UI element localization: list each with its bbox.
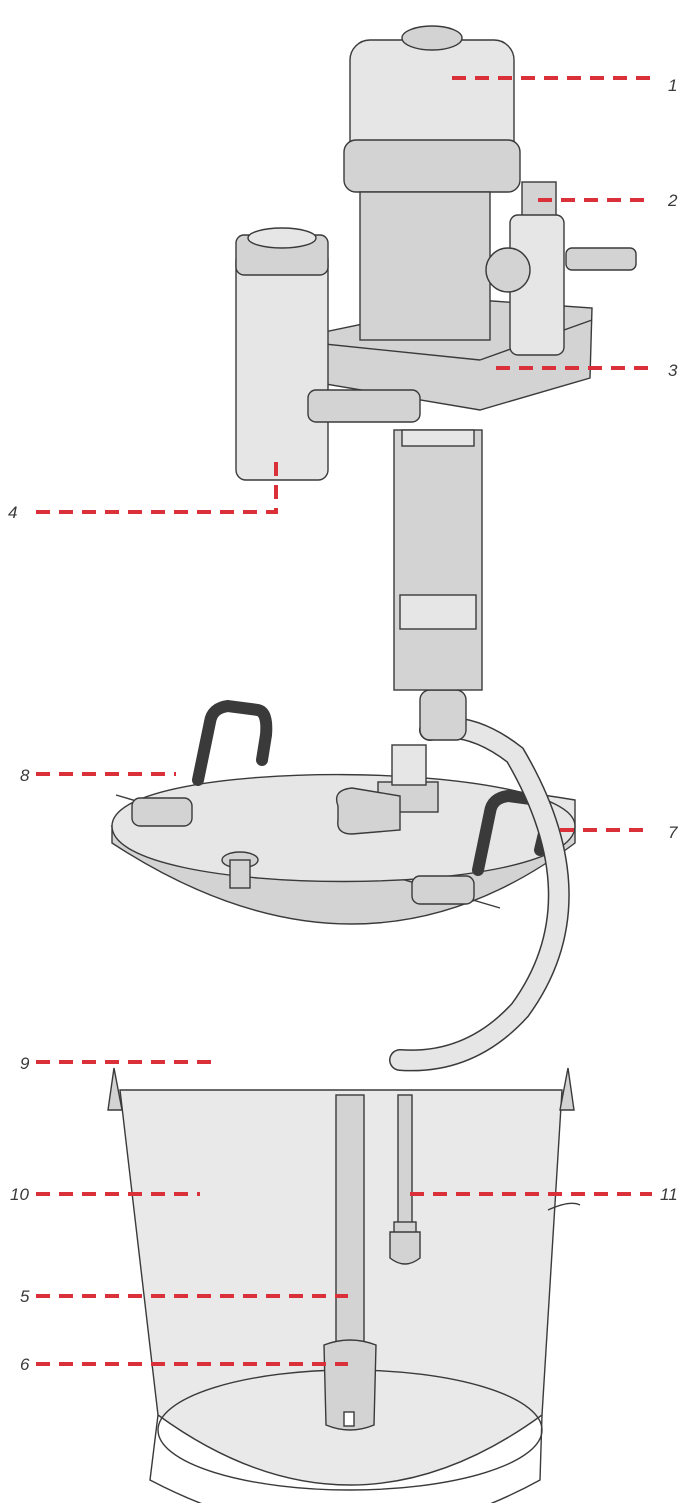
callout-4: 4 — [8, 503, 17, 522]
clamp-icon — [131, 797, 475, 905]
callout-5: 5 — [20, 1287, 30, 1306]
callout-11: 11 — [660, 1185, 678, 1204]
air-regulator-icon — [485, 181, 637, 356]
callout-2: 2 — [667, 191, 678, 210]
callout-3: 3 — [668, 361, 678, 380]
pump-tube-icon — [393, 429, 483, 691]
strainer-icon — [323, 1339, 377, 1431]
callout-1: 1 — [668, 76, 677, 95]
callout-labels: 1 2 3 4 5 6 7 8 9 10 11 — [8, 76, 678, 1374]
lid-connector-icon — [335, 744, 439, 835]
callout-10: 10 — [10, 1185, 29, 1204]
filter-canister-icon — [235, 227, 421, 481]
pump-body-icon — [343, 25, 521, 341]
callout-7: 7 — [668, 823, 678, 842]
hose-icon — [389, 689, 570, 1072]
suction-tube-icon — [335, 1094, 365, 1351]
callout-9: 9 — [20, 1054, 30, 1073]
callout-8: 8 — [20, 766, 30, 785]
leader-line-4 — [36, 462, 278, 514]
callout-leaders — [36, 76, 652, 1366]
callout-6: 6 — [20, 1355, 30, 1374]
fill-plug-icon — [221, 851, 259, 889]
level-sensor-icon — [389, 1094, 421, 1265]
